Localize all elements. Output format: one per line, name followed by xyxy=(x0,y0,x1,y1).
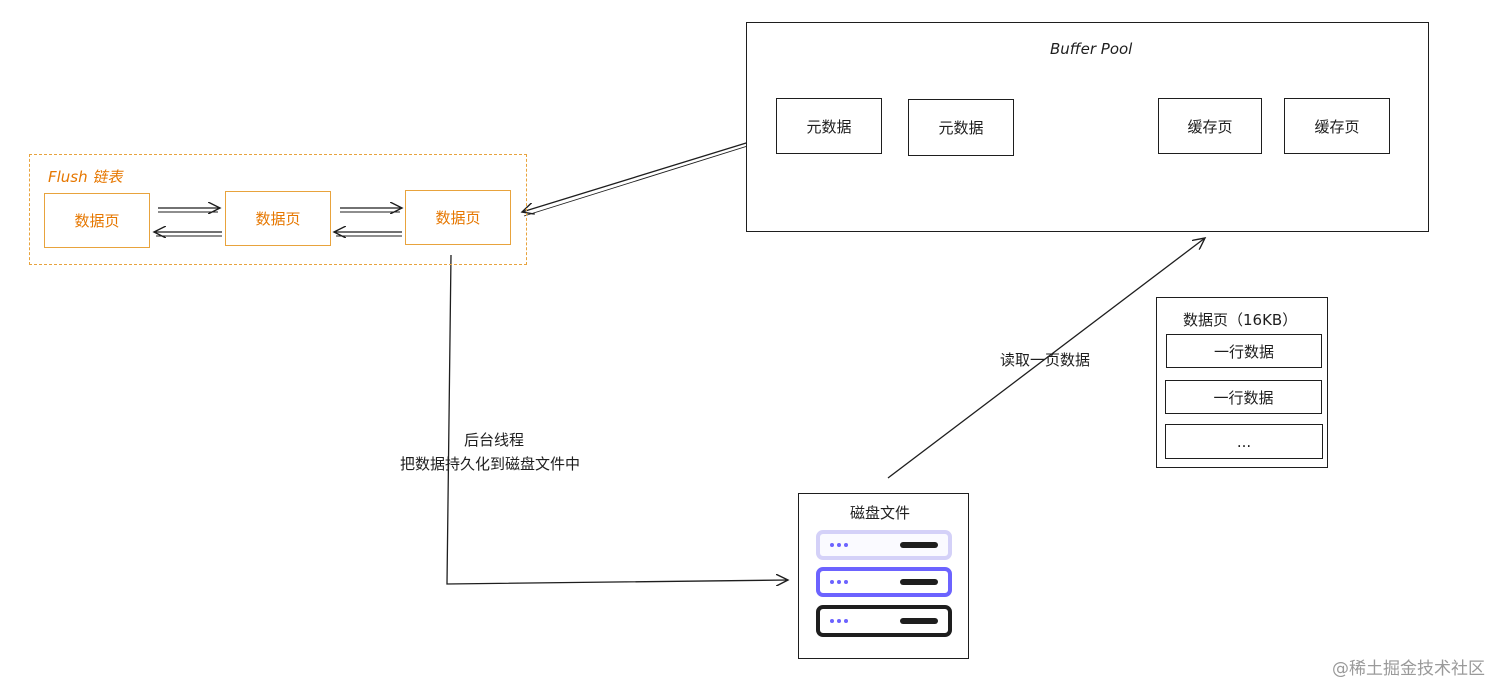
data-page-container xyxy=(1156,297,1328,468)
disk-row-bar xyxy=(900,618,938,624)
flush-list-frame xyxy=(29,154,527,265)
buffer-pool-title: Buffer Pool xyxy=(1050,40,1133,58)
disk-row-light xyxy=(816,530,952,560)
flush-page-2: 数据页 xyxy=(225,191,331,246)
meta-box-1: 元数据 xyxy=(776,98,882,154)
cache-page-box-2: 缓存页 xyxy=(1284,98,1390,154)
flush-page-3: 数据页 xyxy=(405,190,511,245)
disk-row-bar xyxy=(900,542,938,548)
disk-row-dots xyxy=(830,580,848,584)
flush-page-1: 数据页 xyxy=(44,193,150,248)
watermark: @稀土掘金技术社区 xyxy=(1332,659,1485,679)
bg-thread-label-line1: 后台线程 xyxy=(464,431,525,449)
data-page-title: 数据页（16KB） xyxy=(1183,311,1298,329)
data-row-3: ... xyxy=(1165,424,1323,459)
disk-file-title: 磁盘文件 xyxy=(850,504,911,522)
disk-row-medium xyxy=(816,567,952,597)
arrow-flush-to-disk xyxy=(446,254,788,584)
disk-row-bar xyxy=(900,579,938,585)
disk-row-dots xyxy=(830,543,848,547)
read-page-label: 读取一页数据 xyxy=(1000,351,1091,369)
arrow-disk-to-buffer xyxy=(887,238,1205,479)
disk-row-dots xyxy=(830,619,848,623)
flush-list-title: Flush 链表 xyxy=(48,168,123,186)
data-row-2: 一行数据 xyxy=(1165,380,1322,414)
meta-box-2: 元数据 xyxy=(908,99,1014,156)
cache-page-box-1: 缓存页 xyxy=(1158,98,1262,154)
disk-row-dark xyxy=(816,605,952,637)
data-row-1: 一行数据 xyxy=(1166,334,1322,368)
arrow-meta-to-flush xyxy=(522,134,773,212)
bg-thread-label-line2: 把数据持久化到磁盘文件中 xyxy=(400,455,581,473)
